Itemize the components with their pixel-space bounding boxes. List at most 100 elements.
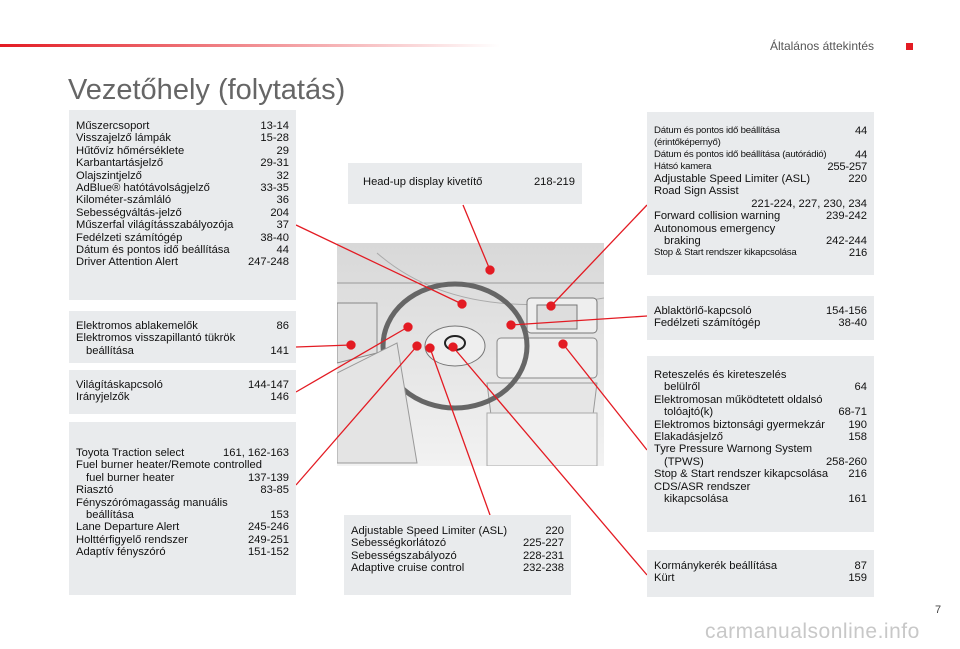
entry-page[interactable]: 239-242 xyxy=(825,210,867,223)
entry-page[interactable]: 159 xyxy=(848,572,867,585)
callout-dot xyxy=(403,322,413,332)
entry-page[interactable]: 255-257 xyxy=(827,161,867,173)
entry-page[interactable]: 44 xyxy=(854,125,867,137)
entry-page[interactable]: 64 xyxy=(854,381,867,394)
entry-page[interactable]: 232-238 xyxy=(522,562,564,575)
entry-page[interactable]: 38-40 xyxy=(260,231,289,244)
entry-page[interactable]: 83-85 xyxy=(260,484,289,497)
entry-page[interactable]: 29-31 xyxy=(260,157,289,170)
entry-label: Fényszórómagasság manuális xyxy=(76,496,228,509)
entry-label: beállítása xyxy=(86,509,134,522)
entry-label: belülről xyxy=(664,381,701,394)
entry-label: Forward collision warning xyxy=(654,210,781,223)
entry-page[interactable]: 228-231 xyxy=(522,549,564,562)
entry-page[interactable]: 37 xyxy=(276,219,289,232)
entry-label: Elektromos visszapillantó tükrök xyxy=(76,332,236,345)
callout-dot xyxy=(506,320,516,330)
entry-row: AdBlue® hatótávolságjelző 33-35 xyxy=(76,182,289,194)
entry-page[interactable]: 151-152 xyxy=(247,546,289,559)
entry-label: tolóajtó(k) xyxy=(664,406,714,419)
entry-label: CDS/ASR rendszer xyxy=(654,480,751,493)
entry-page[interactable]: 220 xyxy=(545,525,564,537)
callout-dot xyxy=(346,340,356,350)
entry-page[interactable]: 249-251 xyxy=(247,533,289,546)
entry-page[interactable]: 29 xyxy=(276,144,289,157)
entry-label: Fuel burner heater/Remote controlled xyxy=(76,459,262,472)
entry-label: Adaptive cruise control xyxy=(351,562,465,575)
entry-page[interactable]: 44 xyxy=(276,244,289,257)
entry-page[interactable]: 161 xyxy=(848,493,867,506)
entry-label: beállítása xyxy=(86,344,134,357)
entry-label: Dátum és pontos idő beállítása (érintőké… xyxy=(654,125,780,148)
dashboard-drawing xyxy=(336,252,605,467)
callout-dot xyxy=(425,343,435,353)
entry-page[interactable]: 218-219 xyxy=(533,176,575,188)
entry-page[interactable]: 242-244 xyxy=(825,235,867,248)
entry-page[interactable]: 190 xyxy=(848,418,867,431)
entry-label: Karbantartásjelző xyxy=(76,157,164,170)
entry-page[interactable]: 225-227 xyxy=(522,537,564,550)
entry-label: Adjustable Speed Limiter (ASL) xyxy=(654,173,811,185)
entry-label: Toyota Traction select xyxy=(76,447,185,459)
entry-page[interactable]: 245-246 xyxy=(247,521,289,534)
entry-label: Adjustable Speed Limiter (ASL) xyxy=(351,525,508,537)
entry-page[interactable]: 204 xyxy=(270,206,289,219)
callout-dot xyxy=(412,341,422,351)
entry-label: Stop & Start rendszer kikapcsolása xyxy=(654,247,797,259)
entry-page[interactable]: 33-35 xyxy=(260,182,289,195)
entry-page[interactable]: 141 xyxy=(270,344,289,357)
entry-label: Műszercsoport xyxy=(76,120,150,132)
header-rule xyxy=(0,44,500,47)
entry-label: Sebességszabályozó xyxy=(351,549,457,562)
entry-page[interactable]: 216 xyxy=(848,468,867,481)
entry-page[interactable]: 144-147 xyxy=(247,379,289,391)
callout-dot xyxy=(448,342,458,352)
entry-page[interactable]: 154-156 xyxy=(825,305,867,317)
entry-page[interactable]: 86 xyxy=(276,320,289,332)
entry-label: Elektromos biztonsági gyermekzár xyxy=(654,418,825,431)
entry-label: Elakadásjelző xyxy=(654,431,724,444)
entry-page[interactable]: 36 xyxy=(276,194,289,207)
entry-label: Driver Attention Alert xyxy=(76,256,178,269)
entry-row: Sebességszabályozó 228-231 xyxy=(351,550,564,562)
entry-label: kikapcsolása xyxy=(664,493,729,506)
entry-label: fuel burner heater xyxy=(86,471,175,484)
entry-label: Stop & Start rendszer kikapcsolása xyxy=(654,468,829,481)
entry-page[interactable]: 38-40 xyxy=(838,317,867,330)
entry-page[interactable]: 158 xyxy=(848,431,867,444)
entry-page[interactable]: 32 xyxy=(276,169,289,182)
entry-page[interactable]: 137-139 xyxy=(247,471,289,484)
dashboard-illustration xyxy=(336,243,605,467)
page-number: 7 xyxy=(935,604,942,616)
entry-page[interactable]: 153 xyxy=(270,509,289,522)
entry-label: Ablaktörlő-kapcsoló xyxy=(654,305,752,317)
entry-label: Elektromos ablakemelők xyxy=(76,320,198,332)
entry-page[interactable]: 68-71 xyxy=(838,406,867,419)
entry-page[interactable]: 220 xyxy=(848,173,867,185)
entry-page[interactable]: 13-14 xyxy=(260,120,289,132)
entry-page[interactable]: 15-28 xyxy=(260,132,289,145)
entry-label: Dátum és pontos idő beállítása xyxy=(76,244,230,257)
entry-page[interactable]: 221-224, 227, 230, 234 xyxy=(751,197,867,210)
entry-page[interactable]: 146 xyxy=(270,391,289,404)
entry-page[interactable]: 216 xyxy=(848,247,867,260)
entry-page[interactable]: 258-260 xyxy=(825,455,867,468)
entry-page[interactable]: 87 xyxy=(854,560,867,572)
entry-label: Lane Departure Alert xyxy=(76,521,180,534)
entry-label: AdBlue® hatótávolságjelző xyxy=(76,182,210,195)
entry-page[interactable]: 161, 162-163 xyxy=(223,447,289,459)
windows-box: Elektromos ablakemelők 86 Elektromos viss… xyxy=(69,311,296,363)
entry-page[interactable]: 44 xyxy=(854,149,867,161)
entry-page[interactable]: 247-248 xyxy=(247,256,289,269)
entry-label: Road Sign Assist xyxy=(654,185,739,198)
